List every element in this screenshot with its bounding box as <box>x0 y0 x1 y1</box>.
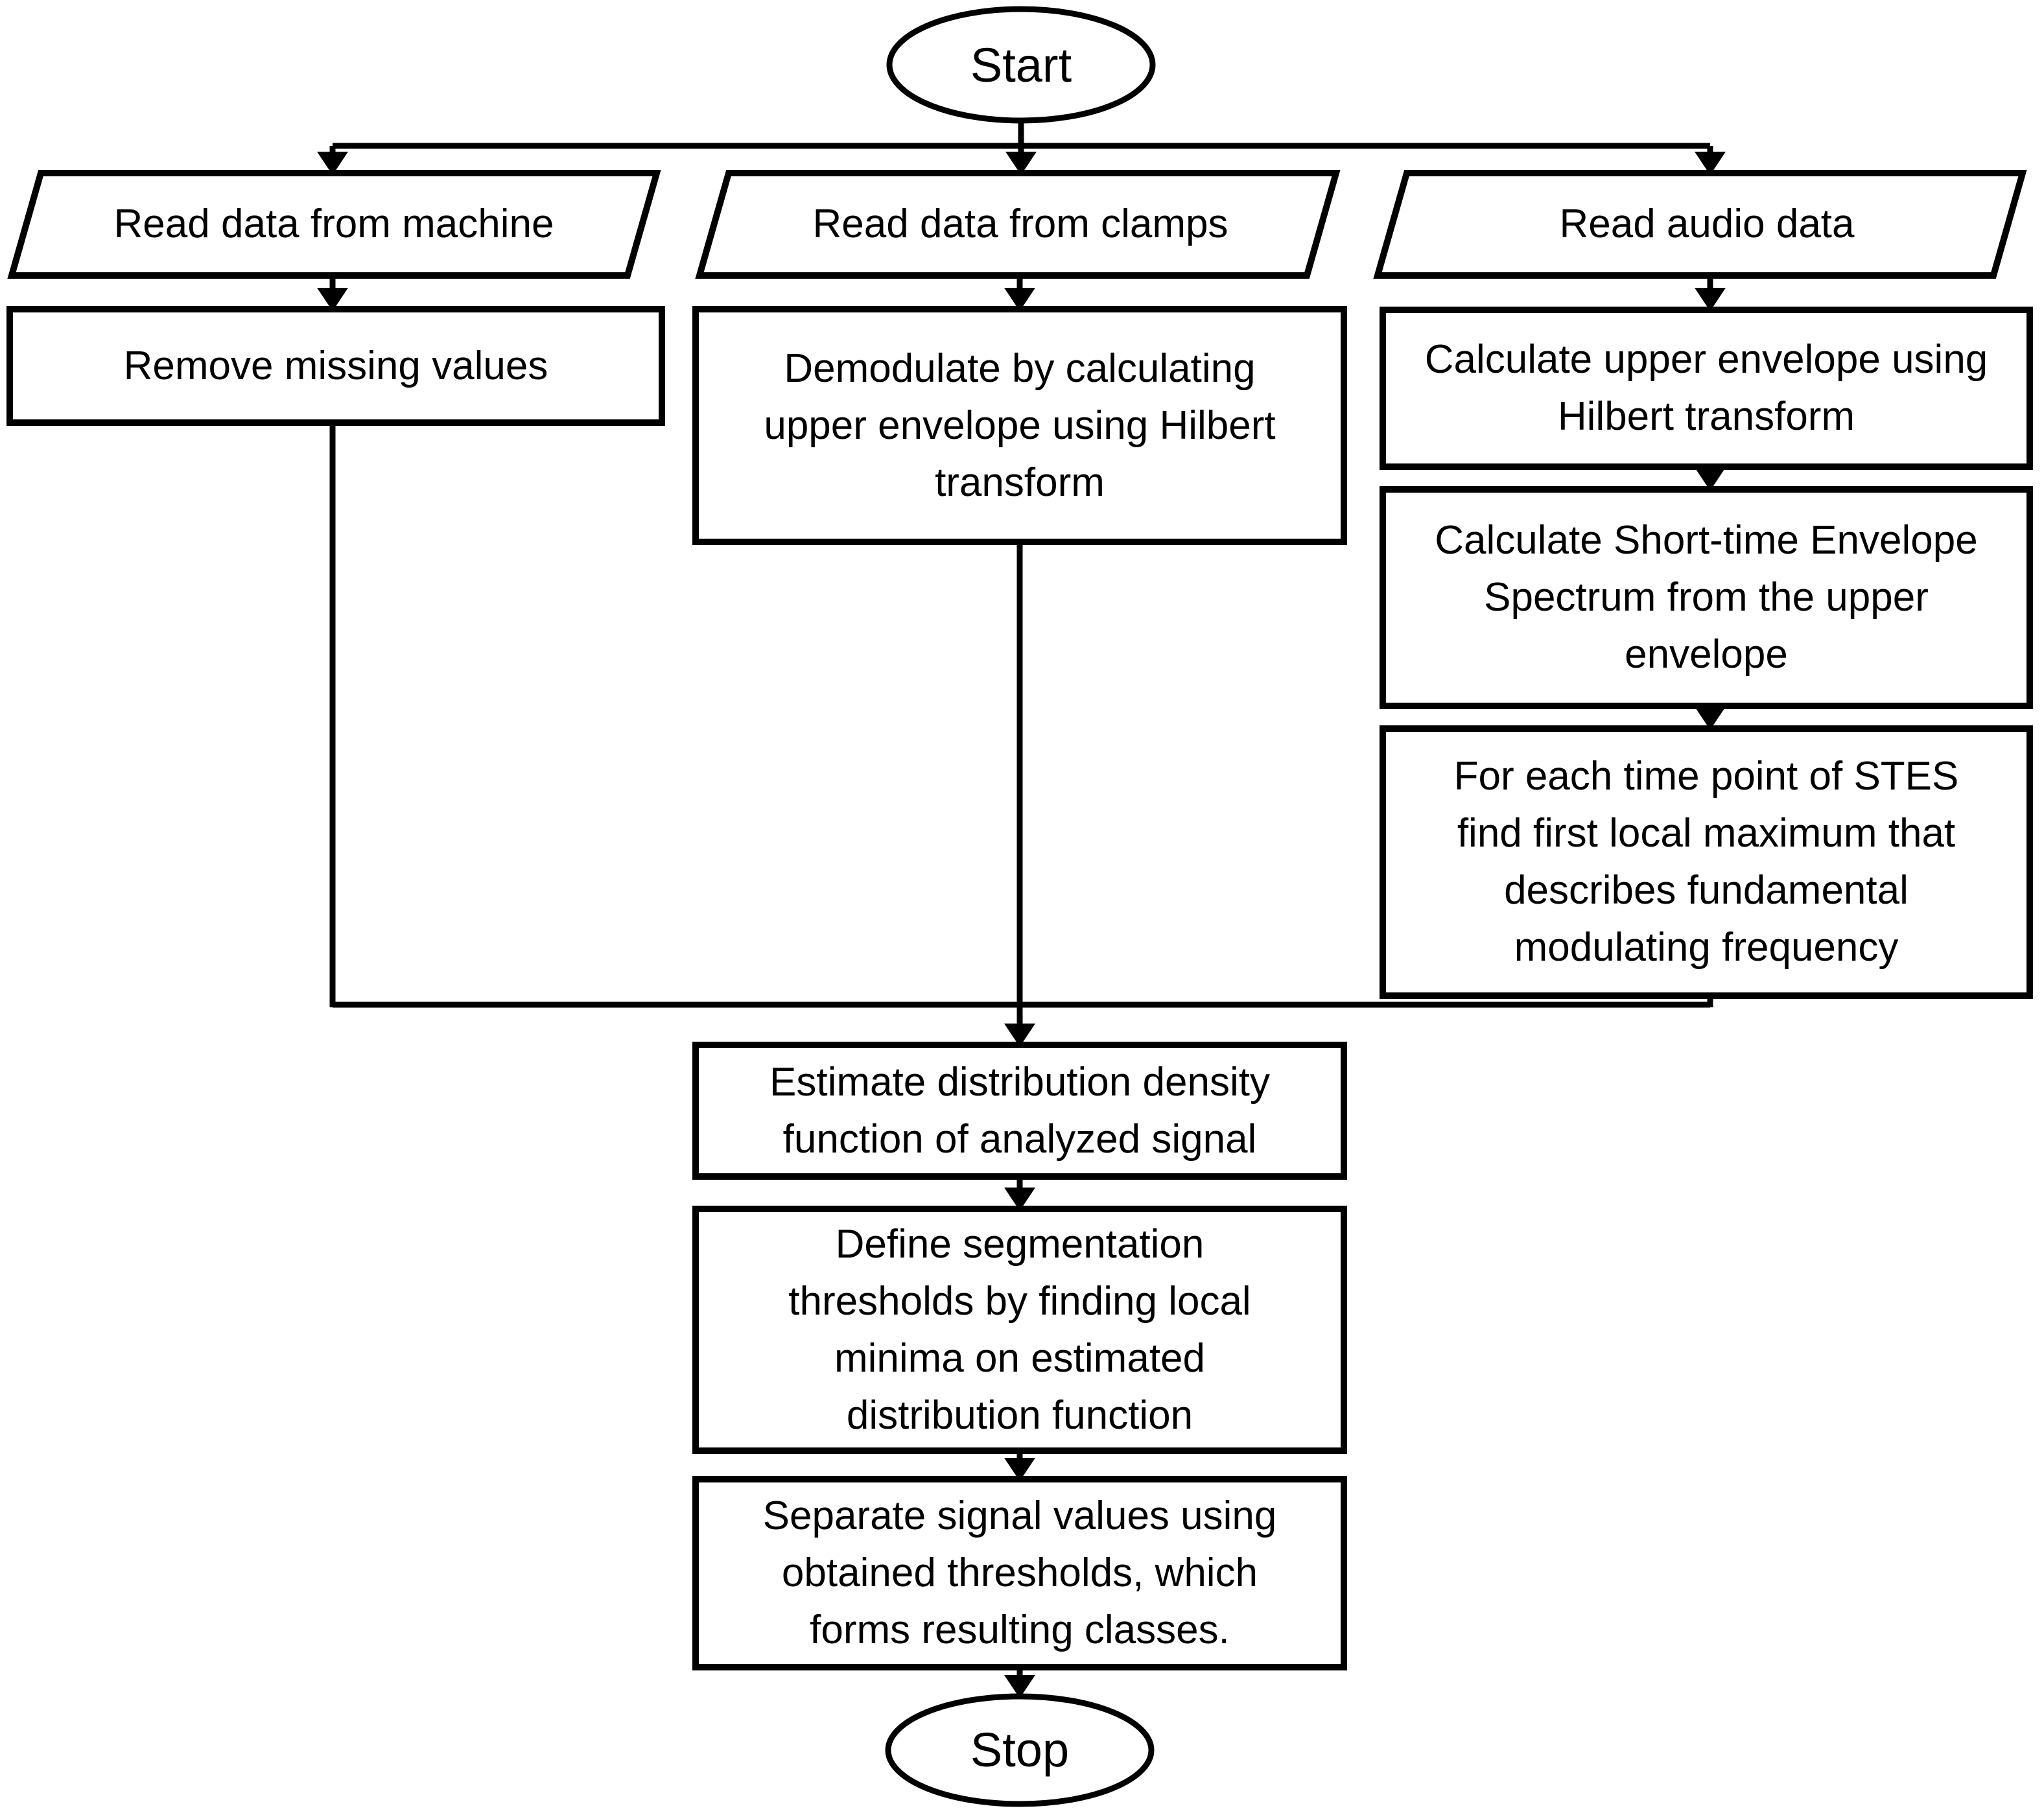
node-demodulate-text: Demodulate by calculating upper envelope… <box>764 345 1276 505</box>
node-separate-values-text: Separate signal values using obtained th… <box>762 1493 1277 1652</box>
arrowhead-find-local-max <box>1695 707 1726 730</box>
remove-missing-box <box>6 306 665 426</box>
node-calc-upper-envelope: Calculate upper envelope using Hilbert t… <box>1383 310 2030 467</box>
arrowhead-define-thresholds <box>1004 1188 1035 1211</box>
node-demodulate: Demodulate by calculating upper envelope… <box>696 309 1344 542</box>
node-remove-missing: Remove missing values <box>10 309 662 423</box>
node-read-clamps: Read data from clamps <box>696 173 1345 275</box>
arrowhead-calc-stes <box>1695 467 1726 491</box>
calc-stes-box <box>1380 486 2033 709</box>
node-find-local-max-text: For each time point of STES find first l… <box>1453 754 1959 970</box>
separate-values-box <box>692 1476 1347 1670</box>
node-start-text: Start <box>970 38 1072 92</box>
read-audio-parallelogram <box>1373 170 2027 279</box>
arrowhead-read-machine <box>317 152 348 175</box>
node-estimate-density-text: Estimate distribution density function o… <box>769 1059 1270 1162</box>
node-define-thresholds-text: Define segmentation thresholds by findin… <box>788 1221 1251 1438</box>
read-machine-parallelogram <box>7 170 661 279</box>
node-stop-text: Stop <box>970 1723 1070 1777</box>
estimate-density-box <box>692 1042 1347 1180</box>
read-clamps-parallelogram <box>695 170 1341 279</box>
arrowhead-calc-upper <box>1695 288 1726 311</box>
node-separate-values: Separate signal values using obtained th… <box>696 1479 1344 1667</box>
node-estimate-density: Estimate distribution density function o… <box>696 1045 1344 1177</box>
node-start: Start <box>891 10 1151 121</box>
node-read-clamps-text: Read data from clamps <box>812 202 1228 246</box>
node-read-machine-text: Read data from machine <box>113 202 554 246</box>
node-remove-missing-text: Remove missing values <box>123 343 548 388</box>
stop-terminator-shape <box>885 1693 1155 1807</box>
arrowhead-separate-values <box>1004 1458 1035 1481</box>
node-read-machine: Read data from machine <box>10 173 658 275</box>
define-thresholds-box <box>692 1206 1347 1454</box>
node-calc-stes-text: Calculate Short-time Envelope Spectrum f… <box>1435 518 1978 677</box>
arrowhead-read-audio <box>1695 152 1726 175</box>
node-stop: Stop <box>889 1697 1151 1803</box>
calc-upper-envelope-box <box>1380 307 2033 470</box>
arrowhead-estimate-density <box>1004 1024 1035 1047</box>
node-find-local-max: For each time point of STES find first l… <box>1383 729 2030 996</box>
arrowhead-stop <box>1004 1675 1035 1698</box>
node-read-audio: Read audio data <box>1383 173 2031 275</box>
node-calc-upper-envelope-text: Calculate upper envelope using Hilbert t… <box>1424 337 1988 439</box>
arrowhead-read-clamps <box>1005 152 1037 175</box>
demodulate-box <box>692 306 1347 545</box>
node-read-audio-text: Read audio data <box>1559 202 1855 246</box>
node-calc-stes: Calculate Short-time Envelope Spectrum f… <box>1383 489 2030 706</box>
node-define-thresholds: Define segmentation thresholds by findin… <box>696 1209 1344 1451</box>
arrowhead-demodulate <box>1004 288 1035 311</box>
arrowhead-remove-missing <box>317 288 348 311</box>
find-local-max-box <box>1380 725 2033 999</box>
start-terminator-shape <box>886 6 1156 124</box>
